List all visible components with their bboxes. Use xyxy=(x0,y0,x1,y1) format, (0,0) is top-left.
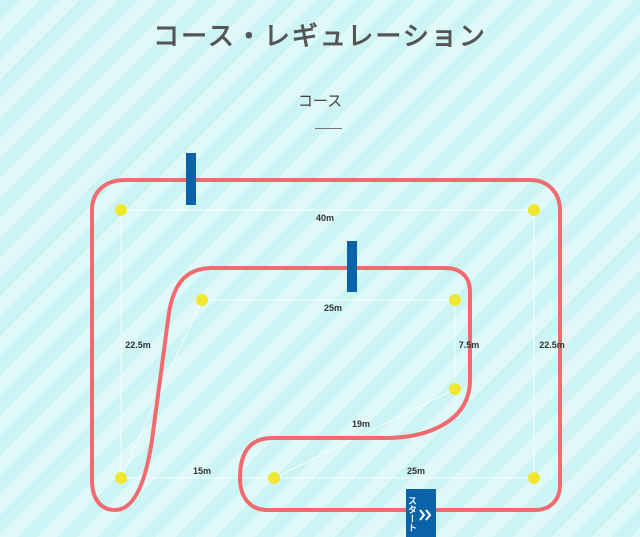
track-path xyxy=(90,178,562,513)
distance-label: 15m xyxy=(193,466,211,476)
distance-label: 25m xyxy=(324,303,342,313)
cone xyxy=(196,294,208,306)
distance-label: 22.5m xyxy=(125,340,151,350)
gate-marker xyxy=(347,241,357,292)
distance-label: 7.5m xyxy=(459,340,480,350)
section-heading: コース xyxy=(297,92,343,110)
heading-divider xyxy=(315,128,342,129)
distance-label: 22.5m xyxy=(539,340,565,350)
start-label: スタート xyxy=(406,496,417,532)
cone xyxy=(449,383,461,395)
cones xyxy=(115,204,540,484)
cone xyxy=(115,472,127,484)
cone xyxy=(528,472,540,484)
distance-label: 19m xyxy=(352,419,370,429)
distance-label: 40m xyxy=(316,213,334,223)
page-title: コース・レギュレーション xyxy=(153,22,487,52)
start-marker: スタート xyxy=(406,489,436,537)
distance-label: 25m xyxy=(407,466,425,476)
double-chevron-right-icon xyxy=(419,509,432,521)
cone xyxy=(268,472,280,484)
cone xyxy=(528,204,540,216)
cone xyxy=(449,294,461,306)
guide-lines xyxy=(120,209,535,479)
cone xyxy=(115,204,127,216)
gate-marker xyxy=(186,153,196,205)
